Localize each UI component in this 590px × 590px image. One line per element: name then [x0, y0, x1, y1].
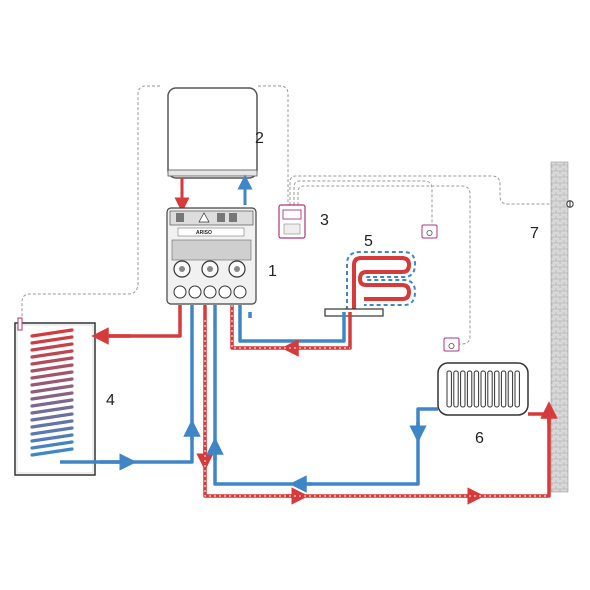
outdoor-sensor-icon [566, 200, 574, 208]
room-controller-icon [278, 204, 306, 239]
coil-turn [30, 342, 74, 352]
control-wiring [21, 85, 568, 345]
coil-turn [30, 398, 74, 408]
room-sensor-icon [443, 337, 460, 352]
label-controller: 3 [320, 212, 329, 229]
coil-turn [30, 328, 74, 338]
label-radiator: 6 [475, 430, 484, 447]
coil-turn [30, 426, 74, 436]
coil-turn [30, 356, 74, 366]
pipework [60, 305, 558, 505]
coil-turn [30, 335, 74, 345]
coil-turn [30, 349, 74, 359]
radiator-fin [460, 370, 466, 408]
radiator-fin [514, 370, 520, 408]
coil-turn [30, 384, 74, 394]
radiator-fin [453, 370, 459, 408]
radiator-fin [473, 370, 480, 408]
radiator-fin [480, 370, 486, 408]
radiator-fin [466, 370, 473, 408]
label-tank: 4 [106, 392, 115, 409]
coil-turn [30, 433, 74, 443]
room-sensor-icon [421, 224, 438, 239]
radiator-fin [446, 370, 452, 408]
radiator-icon [437, 362, 529, 416]
pump-group-module-icon: ARISO [166, 207, 257, 305]
radiator-fin [487, 370, 493, 408]
coil-turn [30, 370, 74, 380]
coil-turn [30, 377, 74, 387]
coil-turn [30, 405, 74, 415]
label-module: 1 [268, 263, 277, 280]
manufacturer-logo: ARISO [196, 230, 212, 236]
label-boiler: 2 [255, 130, 264, 147]
label-wall: 7 [530, 225, 539, 242]
radiator-fin [507, 370, 514, 408]
underfloor-heating-icon [324, 251, 417, 317]
coil-turn [30, 391, 74, 401]
coil-turn [30, 440, 74, 450]
coil-turn [30, 419, 74, 429]
boiler-icon [167, 87, 258, 179]
label-floor-heating: 5 [364, 233, 373, 250]
coil-turn [30, 412, 74, 422]
coil-turn [30, 363, 74, 373]
tank-heating-coil [30, 328, 74, 457]
radiator-fins [446, 370, 520, 408]
coil-turn [30, 447, 74, 457]
radiator-fin [494, 370, 500, 408]
hot-water-tank-icon [14, 317, 96, 476]
outside-wall [550, 161, 569, 493]
radiator-fin [500, 370, 507, 408]
